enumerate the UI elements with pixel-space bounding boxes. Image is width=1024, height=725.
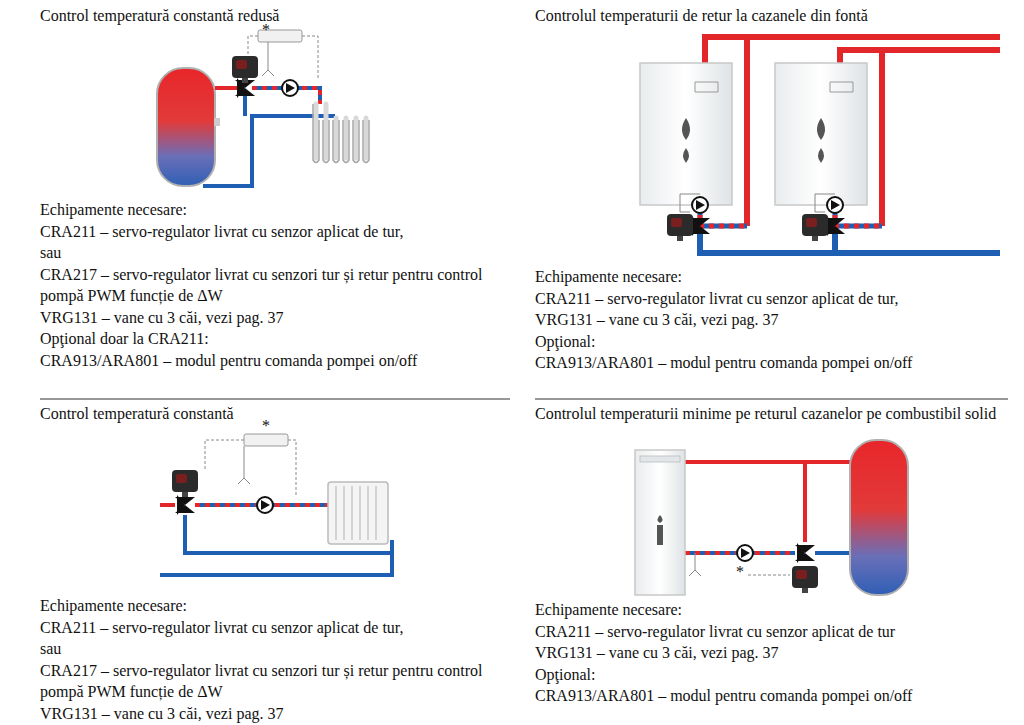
- panel-title: Controlul temperaturii de retur la cazan…: [535, 5, 1010, 27]
- heading: Opţional doar la CRA211:: [40, 328, 510, 350]
- heading: Opţional:: [535, 664, 1010, 686]
- equipment-item: VRG131 – vane cu 3 căi, vezi pag. 37: [40, 703, 510, 725]
- equipment-item: CRA217 – servo-regulator livrat cu senzo…: [40, 264, 502, 307]
- schematic-reduced-temp: [157, 30, 370, 186]
- schematic-cast-iron: [640, 37, 1000, 253]
- equipment-item: VRG131 – vane cu 3 căi, vezi pag. 37: [535, 642, 1010, 664]
- equipment-item: CRA211 – servo-regulator livrat cu senzo…: [40, 221, 510, 243]
- equipment-item: CRA211 – servo-regulator livrat cu senzo…: [535, 621, 1010, 643]
- equipment-item: CRA217 – servo-regulator livrat cu senzo…: [40, 660, 502, 703]
- equipment-item: VRG131 – vane cu 3 căi, vezi pag. 37: [40, 307, 510, 329]
- separator-line: [40, 399, 510, 400]
- equipment-item: CRA913/ARA801 – modul pentru comanda pom…: [535, 685, 1010, 707]
- equipment-item: CRA913/ARA801 – modul pentru comanda pom…: [535, 352, 1010, 374]
- heading: Echipamente necesare:: [40, 595, 510, 617]
- panel-title: Controlul temperaturii minime pe returul…: [535, 403, 1015, 425]
- heading: Echipamente necesare:: [535, 599, 1010, 621]
- heading: Echipamente necesare:: [40, 199, 510, 221]
- controller-mark: *: [736, 564, 744, 580]
- schematic-solid-fuel: [635, 440, 908, 595]
- heading: Opţional:: [535, 331, 1010, 353]
- controller-mark: *: [262, 418, 270, 434]
- schematic-constant-temp: [160, 434, 392, 575]
- note: sau: [40, 638, 510, 660]
- panel-title: Control temperatură constantă redusă: [40, 5, 510, 27]
- equipment-item: CRA211 – servo-regulator livrat cu senzo…: [535, 288, 1010, 310]
- equipment-item: VRG131 – vane cu 3 căi, vezi pag. 37: [535, 309, 1010, 331]
- controller-mark: *: [262, 22, 270, 38]
- equipment-item: CRA913/ARA801 – modul pentru comanda pom…: [40, 350, 510, 372]
- panel-title: Control temperatură constantă: [40, 403, 510, 425]
- note: sau: [40, 242, 510, 264]
- heading: Echipamente necesare:: [535, 266, 1010, 288]
- equipment-item: CRA211 – servo-regulator livrat cu senzo…: [40, 617, 510, 639]
- separator-line: [535, 399, 1008, 400]
